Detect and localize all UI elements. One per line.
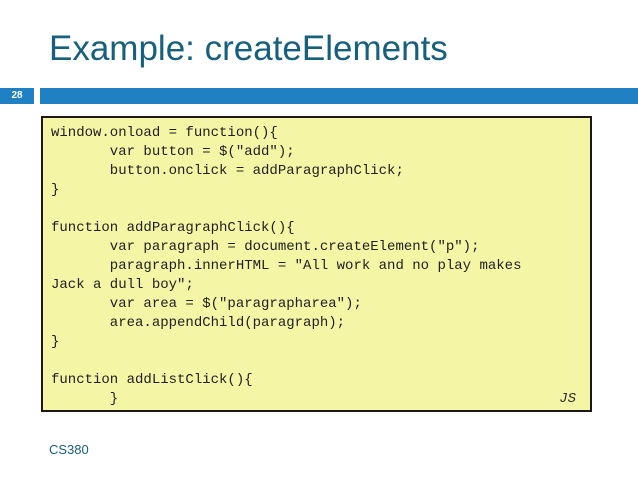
code-line: function addParagraphClick(){ bbox=[51, 220, 295, 236]
code-line: window.onload = function(){ bbox=[51, 125, 278, 141]
code-line: var paragraph = document.createElement("… bbox=[51, 239, 480, 255]
code-line: area.appendChild(paragraph); bbox=[51, 315, 346, 331]
slide-number: 28 bbox=[0, 88, 34, 104]
code-line: } bbox=[51, 334, 60, 350]
code-block: window.onload = function(){ var button =… bbox=[41, 116, 592, 412]
code-line: paragraph.innerHTML = "All work and no p… bbox=[51, 258, 522, 274]
code-line: var area = $("paragrapharea"); bbox=[51, 296, 362, 312]
code-line: } bbox=[51, 391, 119, 407]
code-line: var button = $("add"); bbox=[51, 144, 295, 160]
slide-title: Example: createElements bbox=[49, 29, 448, 68]
code-line: } bbox=[51, 182, 60, 198]
code-line: Jack a dull boy"; bbox=[51, 277, 194, 293]
footer-course-label: CS380 bbox=[49, 442, 89, 457]
title-underline-bar bbox=[40, 88, 638, 104]
code-line: button.onclick = addParagraphClick; bbox=[51, 163, 404, 179]
language-label: JS bbox=[559, 391, 576, 407]
code-line: function addListClick(){ bbox=[51, 372, 253, 388]
